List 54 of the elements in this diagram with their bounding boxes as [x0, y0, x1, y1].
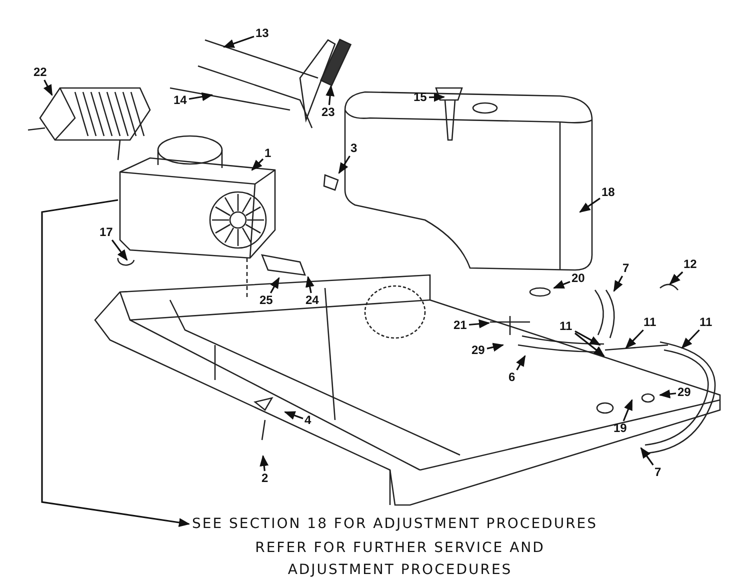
leader-line	[43, 80, 53, 96]
callout-number: 11	[558, 320, 574, 332]
leader-line	[579, 198, 600, 213]
leader-line	[625, 329, 644, 349]
callout-number: 23	[320, 106, 336, 118]
callout-number: 7	[622, 262, 630, 274]
callout-number: 3	[350, 142, 358, 154]
callout-number: 20	[570, 272, 586, 284]
callout-number: 12	[682, 258, 698, 270]
leader-line	[222, 36, 254, 48]
leader-line	[681, 329, 700, 349]
leader-line	[622, 398, 633, 422]
callout-number: 6	[508, 370, 516, 384]
callout-number: 4	[304, 414, 312, 426]
leader-line	[516, 355, 526, 370]
callout-number: 29	[470, 344, 486, 356]
callout-number: 21	[452, 318, 468, 332]
leader-line	[270, 277, 280, 294]
callout-number: 24	[304, 294, 320, 306]
leader-line	[326, 84, 335, 106]
leader-line	[428, 92, 446, 102]
leader-line	[658, 390, 676, 398]
callout-number: 19	[612, 422, 628, 434]
leader-line	[640, 447, 654, 466]
leader-line	[260, 454, 269, 472]
leader-line	[338, 156, 350, 174]
leader-line	[613, 276, 624, 292]
callout-number: 14	[172, 94, 188, 106]
callout-number: 15	[412, 90, 428, 104]
leader-line	[284, 411, 304, 420]
callout-number: 1	[264, 146, 272, 160]
leader-line	[574, 332, 605, 357]
callout-number: 25	[258, 294, 274, 306]
note-text: REFER FOR FURTHER SERVICE AND ADJUSTMENT PROCEDURES	[254, 539, 546, 580]
note-text: SEE SECTION 18 FOR ADJUSTMENT PROCEDURES	[191, 516, 599, 532]
leader-line	[306, 276, 314, 294]
leader-line	[251, 158, 264, 171]
callout-number: 11	[642, 316, 658, 328]
callout-number: 7	[654, 466, 662, 478]
leader-line	[486, 342, 504, 352]
callout-number: 2	[260, 472, 270, 484]
leader-line	[188, 92, 214, 102]
callout-number: 11	[698, 316, 714, 328]
callout-number: 22	[32, 66, 48, 78]
leader-line	[468, 319, 490, 328]
leader-line	[111, 240, 128, 261]
arrow	[41, 199, 190, 527]
callout-number: 13	[254, 26, 270, 40]
callout-number: 17	[98, 226, 114, 238]
leader-line	[669, 271, 684, 285]
callout-number: 29	[676, 386, 692, 398]
leader-line	[552, 280, 570, 289]
leader-line	[574, 330, 601, 346]
callout-number: 18	[600, 186, 616, 198]
